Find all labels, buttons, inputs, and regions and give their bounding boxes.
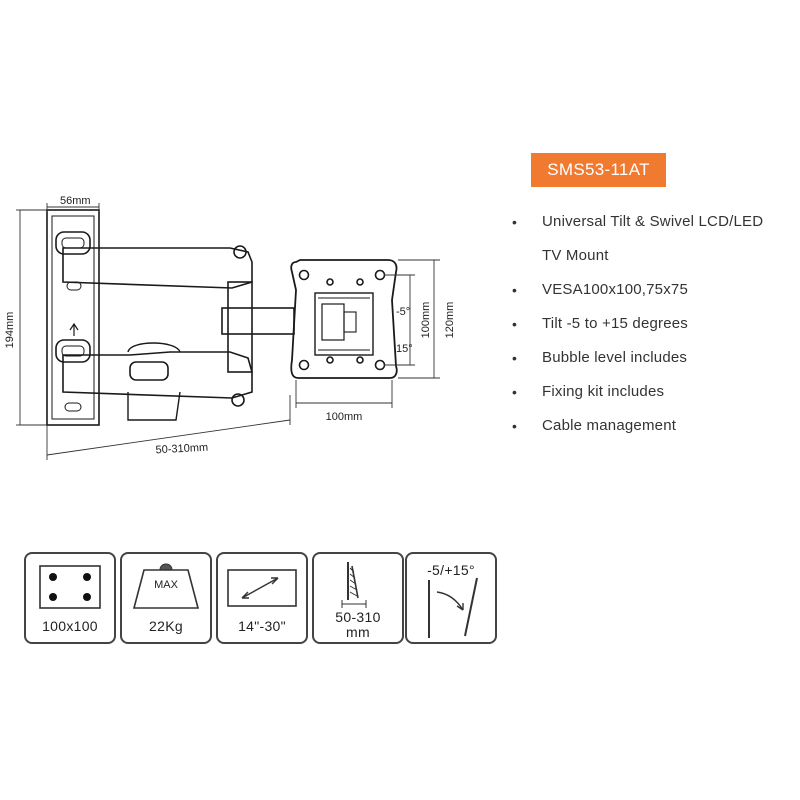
feature-text: VESA100x100,75x75 [542, 281, 689, 298]
feature-text: Fixing kit includes [542, 383, 665, 400]
bullet-icon: • [512, 316, 518, 332]
spec-wall-distance-unit: mm [346, 624, 370, 640]
spec-wall-distance-value: 50-310 [335, 609, 381, 625]
spec-max-load-label: 22Kg [149, 618, 183, 634]
feature-text: Bubble level includes [542, 349, 688, 366]
spec-vesa-label: 100x100 [42, 618, 98, 634]
model-badge: SMS53-11AT [531, 153, 666, 187]
spec-screen-size-label: 14"-30" [238, 618, 286, 634]
weight-badge-text: MAX [154, 579, 179, 591]
feature-item: • Fixing kit includes [512, 375, 797, 409]
bullet-icon: • [512, 418, 518, 434]
dim-extension: 50-310mm [155, 442, 208, 457]
upper-arm [62, 247, 253, 289]
feature-item: • Cable management [512, 409, 797, 443]
feature-item: • VESA100x100,75x75 [512, 273, 797, 307]
spec-tilt: -5/+15° [405, 552, 497, 644]
feature-item: • Bubble level includes [512, 341, 797, 375]
spec-max-load: MAX 22Kg [120, 552, 212, 644]
spec-vesa: 100x100 [24, 552, 116, 644]
spec-screen-size: 14"-30" [216, 552, 308, 644]
feature-text: Cable management [542, 417, 677, 434]
feature-text: Tilt -5 to +15 degrees [542, 315, 689, 332]
dim-vesa-height: 100mm [420, 302, 432, 339]
dim-tilt-up: -5° [396, 306, 410, 318]
spec-tilt-label: -5/+15° [427, 562, 475, 578]
dim-wall-plate-width: 56mm [60, 195, 91, 207]
wall-distance-icon [341, 562, 367, 608]
bullet-icon: • [512, 214, 518, 230]
vesa-plate [290, 259, 398, 379]
bullet-icon: • [512, 350, 518, 366]
lower-arm [62, 351, 253, 399]
wall-plate [46, 209, 100, 426]
dim-tilt-down: 15° [396, 343, 413, 355]
mount-technical-drawing: 56mm 194mm 50-310mm 100mm 100mm 120mm -5… [4, 195, 456, 460]
dim-vesa-width: 100mm [326, 411, 363, 423]
dim-plate-height: 120mm [444, 302, 456, 339]
feature-text-continued: TV Mount [542, 247, 609, 264]
feature-item: • Universal Tilt & Swivel LCD/LED TV Mou… [512, 205, 797, 273]
spec-wall-distance-label: 50-310 mm [314, 610, 402, 640]
screen-size-icon [227, 569, 297, 607]
tilt-icon [428, 577, 478, 638]
feature-text: Universal Tilt & Swivel LCD/LED [542, 213, 764, 230]
feature-item: • Tilt -5 to +15 degrees [512, 307, 797, 341]
vesa-pattern-icon [39, 565, 101, 609]
feature-list: • Universal Tilt & Swivel LCD/LED TV Mou… [512, 205, 797, 443]
dim-wall-plate-height: 194mm [4, 312, 16, 349]
weight-icon: MAX [132, 563, 200, 609]
spec-wall-distance: 50-310 mm [312, 552, 404, 644]
bullet-icon: • [512, 384, 518, 400]
bullet-icon: • [512, 282, 518, 298]
